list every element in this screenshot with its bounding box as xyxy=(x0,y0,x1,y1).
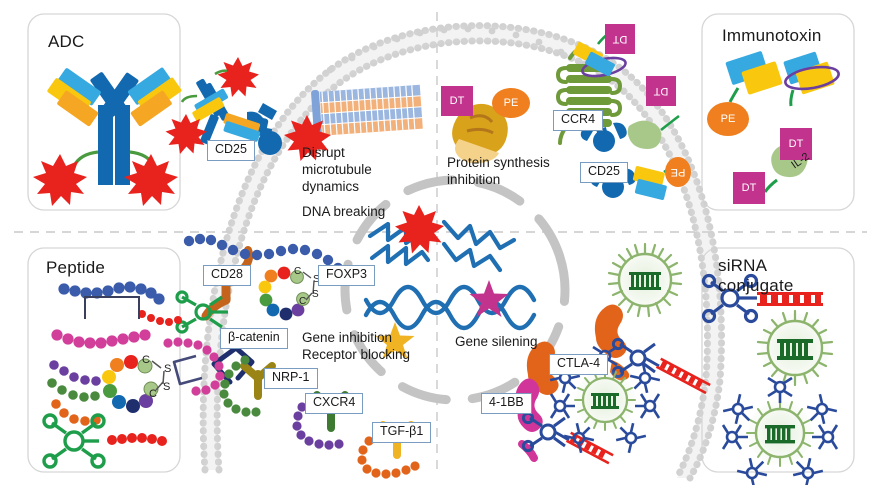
sirna-conjugate-41bb xyxy=(521,411,614,465)
peptide-panel-aptamer xyxy=(42,413,106,469)
receptor-cd25-right-upper xyxy=(580,122,627,152)
peptide-panel-artwork xyxy=(42,281,167,469)
immunotoxin-bound-ccr4 xyxy=(573,30,627,78)
adc-panel-artwork xyxy=(33,67,182,206)
cys-label: C xyxy=(294,266,301,277)
liposome-plain xyxy=(607,242,683,318)
toxin-badge-pe-panel: PE xyxy=(709,103,747,135)
receptor-label-cd25-top[interactable]: CD25 xyxy=(207,140,255,161)
toxin-badge-dt-membrane-mid: DT xyxy=(646,76,676,106)
adc-panel-payload-right-icon xyxy=(124,154,178,206)
panel-frame-peptide xyxy=(27,247,181,473)
peptide-chain-green-nrp1 xyxy=(219,355,261,417)
sulfur-label: S xyxy=(312,289,319,300)
annotation-protein-synthesis-inhibition: Protein synthesis inhibition xyxy=(447,155,550,187)
panel-title-immunotoxin: Immunotoxin xyxy=(722,26,822,45)
cyclic-peptide-panel xyxy=(102,355,165,413)
dna-break-burst-icon xyxy=(395,205,444,254)
panel-title-peptide: Peptide xyxy=(46,258,106,277)
toxin-badge-dt-membrane-top: DT xyxy=(605,24,635,54)
dna-broken-strand xyxy=(367,219,517,273)
sulfur-label: S xyxy=(163,381,170,393)
beta-catenin-complex xyxy=(163,337,255,396)
receptor-label-beta-catenin[interactable]: β-catenin xyxy=(220,328,288,349)
receptor-label-ctla4[interactable]: CTLA-4 xyxy=(549,354,609,375)
sirna-panel-duplex xyxy=(757,292,823,306)
cys-label: C xyxy=(142,354,150,366)
sulfur-label: S xyxy=(313,274,320,285)
adc-panel-payload-left-icon xyxy=(33,154,87,206)
sirna-conjugate-ctla4 xyxy=(611,337,711,395)
microtubule-payload-burst-icon xyxy=(284,115,331,161)
sulfur-label: S xyxy=(164,363,171,375)
peptide-chain-orange-tgfb1 xyxy=(357,436,420,479)
receptor-label-foxp3[interactable]: FOXP3 xyxy=(318,265,375,286)
liposome-cargo-duplex-2 xyxy=(591,393,619,409)
liposome-cargo-duplex xyxy=(629,272,661,290)
toxin-badge-dt-panel-2: DT xyxy=(733,172,765,204)
receptor-label-ccr4[interactable]: CCR4 xyxy=(553,110,604,131)
toxin-badge-dt-cytosol: DT xyxy=(441,86,473,116)
receptor-label-nrp1[interactable]: NRP-1 xyxy=(264,368,318,389)
receptor-label-cd28[interactable]: CD28 xyxy=(203,265,251,286)
green-aptamer-left xyxy=(175,290,228,334)
cys-label: C xyxy=(299,296,306,307)
sirna-panel-artwork xyxy=(701,273,839,485)
peptide-panel-red-chain xyxy=(107,433,167,446)
disulfide-labels-cell: C S S C xyxy=(294,266,320,307)
receptor-label-cd25-right[interactable]: CD25 xyxy=(580,162,628,183)
star-magenta-icon xyxy=(469,280,509,317)
toxin-badge-pe-membrane: PE xyxy=(665,157,691,187)
panel-title-adc: ADC xyxy=(48,32,85,51)
annotation-gene-silening: Gene silening xyxy=(455,334,538,349)
adc-payload-burst-top-icon xyxy=(217,57,259,97)
adc-bound-cd25 xyxy=(165,57,282,155)
receptor-label-tgfb1[interactable]: TGF-β1 xyxy=(372,422,432,443)
annotation-dna-breaking: DNA breaking xyxy=(302,204,386,219)
toxin-badge-pe-cytosol: PE xyxy=(492,88,530,118)
dna-double-helix xyxy=(363,284,537,331)
star-gold-icon xyxy=(375,322,415,359)
toxin-badge-dt-panel-1: DT xyxy=(780,128,812,160)
receptor-41bb xyxy=(515,378,543,462)
annotation-gene-inhibition-receptor-blocking: Gene inhibition Receptor blocking xyxy=(302,330,411,362)
cell-membrane xyxy=(199,22,725,482)
cyclic-peptide-cell xyxy=(258,266,315,321)
panel-title-sirna: siRNA conjugate xyxy=(718,256,794,295)
adc-antibody-surface xyxy=(180,69,261,145)
disulfide-labels-panel: C S S C xyxy=(142,354,171,400)
annotation-disrupt-microtubule: Disrupt microtubule dynamics xyxy=(302,145,372,194)
receptor-label-cxcr4[interactable]: CXCR4 xyxy=(305,393,364,414)
receptor-label-41bb[interactable]: 4-1BB xyxy=(481,393,532,414)
il2-dt-conjugate xyxy=(627,114,680,149)
cys-label: C xyxy=(149,388,157,400)
adc-payload-burst-left-icon xyxy=(165,114,207,154)
